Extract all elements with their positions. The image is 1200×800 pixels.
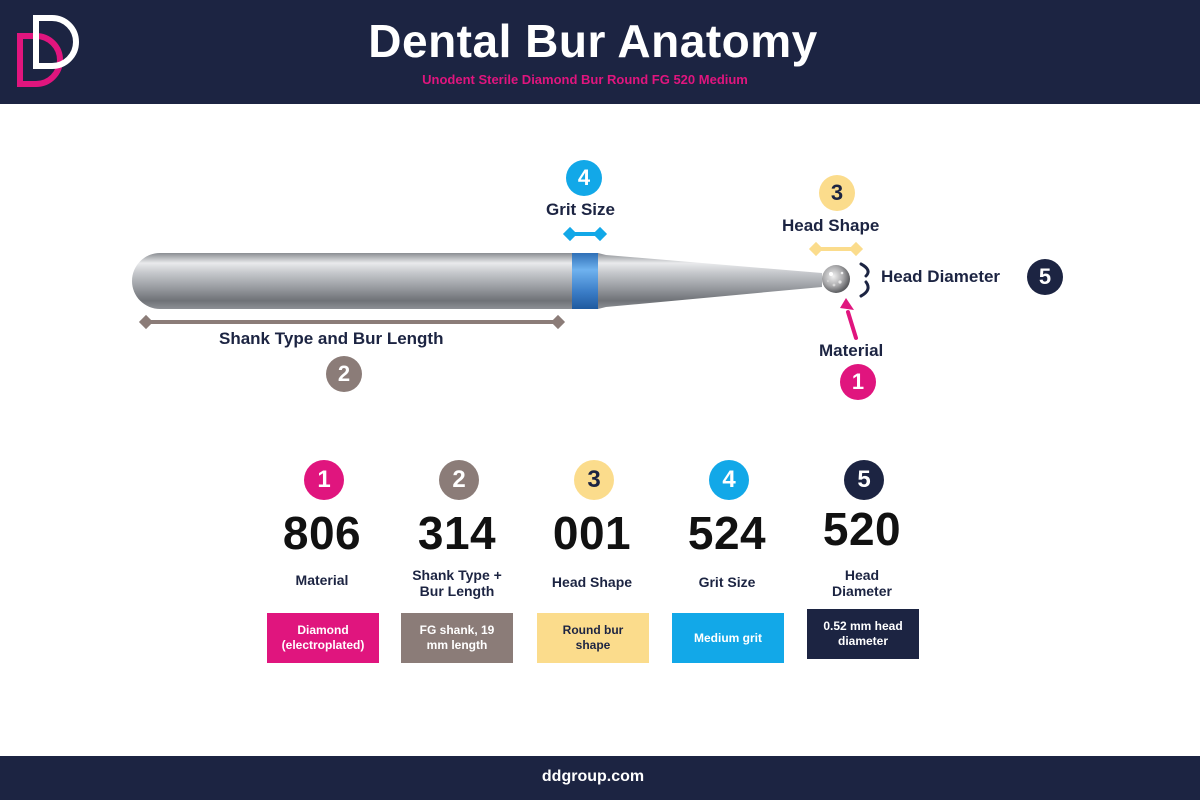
card-code: 520 — [822, 503, 902, 555]
shank-label: Shank Type and Bur Length — [219, 329, 444, 348]
material-label: Material — [819, 341, 884, 360]
card-name: Head Shape — [551, 574, 633, 590]
card-description: 0.52 mm head diameter — [807, 609, 919, 659]
card-description: Medium grit — [672, 613, 784, 663]
grit-size-number: 4 — [566, 160, 602, 196]
card-description: Round bur shape — [537, 613, 649, 663]
grit-size-label: Grit Size — [546, 200, 615, 219]
card-number: 2 — [439, 460, 479, 500]
code-breakdown: 1 806 Material Diamond (electroplated) 2… — [0, 456, 1200, 676]
bur-shank — [132, 253, 572, 309]
card-number: 4 — [709, 460, 749, 500]
head-shape-number: 3 — [819, 175, 855, 211]
head-shape-label: Head Shape — [782, 216, 880, 235]
header: Dental Bur Anatomy Unodent Sterile Diamo… — [0, 0, 1200, 104]
dd-logo-icon — [17, 15, 79, 87]
card-name: Material — [295, 572, 349, 588]
card-description: FG shank, 19 mm length — [401, 613, 513, 663]
card-number: 3 — [574, 460, 614, 500]
material-number: 1 — [840, 364, 876, 400]
head-diameter-number: 5 — [1027, 259, 1063, 295]
card-name: Grit Size — [698, 574, 756, 590]
page-title: Dental Bur Anatomy — [368, 15, 818, 67]
head-diameter-label: Head Diameter — [881, 267, 1001, 286]
bur-diagram: 4 Grit Size 3 Head Shape Head Diameter 5… — [0, 104, 1200, 424]
card-code: 806 — [282, 507, 362, 559]
card-name: Shank Type + Bur Length — [412, 567, 502, 599]
card-code: 314 — [417, 507, 497, 559]
card-number: 5 — [844, 460, 884, 500]
bur-neck — [598, 253, 822, 309]
bur-illustration — [132, 226, 870, 340]
card-code: 001 — [552, 507, 632, 559]
shank-number: 2 — [326, 356, 362, 392]
bur-head — [822, 265, 850, 293]
footer: ddgroup.com — [0, 756, 1200, 800]
card-description: Diamond (electroplated) — [267, 613, 379, 663]
page-subtitle: Unodent Sterile Diamond Bur Round FG 520… — [422, 72, 748, 87]
grit-color-band — [572, 253, 598, 309]
footer-link[interactable]: ddgroup.com — [541, 768, 645, 785]
card-code: 524 — [687, 507, 767, 559]
card-number: 1 — [304, 460, 344, 500]
card-name: Head Diameter — [832, 567, 892, 599]
